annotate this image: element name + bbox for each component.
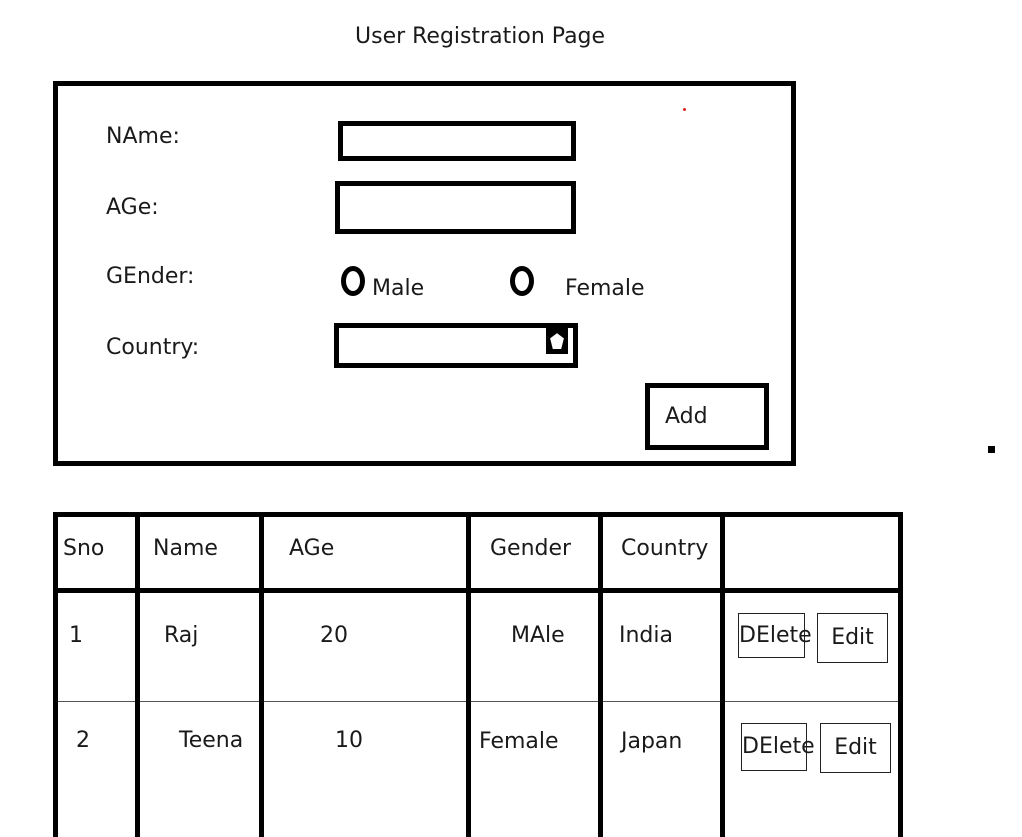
table-column-line [598,512,603,837]
header-country: Country [621,536,709,561]
row-1-delete-button[interactable]: DElete [738,613,812,658]
red-dot [683,108,686,111]
table-column-line [53,512,58,837]
black-dot [988,446,995,453]
country-select[interactable] [334,323,578,368]
table-column-line [259,512,264,837]
add-button-label: Add [665,404,708,429]
table-column-line [466,512,471,837]
male-radio[interactable] [341,266,365,296]
row-1-gender: MAle [511,623,565,648]
age-input[interactable] [335,181,576,234]
header-age: AGe [289,536,335,561]
row-2-age: 10 [335,728,363,753]
table-column-line [135,512,140,837]
row-2-gender: Female [479,729,559,754]
row-2-name: Teena [179,728,244,753]
table-header-divider [53,588,903,593]
female-radio[interactable] [510,266,534,296]
row-2-delete-button[interactable]: DElete [741,723,815,771]
gender-label: GEnder: [106,264,195,289]
row-1-country: India [619,623,673,648]
table-top-border [53,512,903,517]
header-gender: Gender [490,536,572,561]
table-column-line [720,512,725,837]
row-2-edit-button[interactable]: Edit [820,723,891,773]
header-sno: Sno [63,536,105,561]
add-button[interactable]: Add [645,383,769,450]
country-label: Country: [106,335,200,360]
male-option-label: Male [372,276,425,301]
row-1-edit-button[interactable]: Edit [817,613,888,663]
registration-form [53,81,796,466]
table-column-line [898,512,903,837]
row-1-age: 20 [320,623,348,648]
row-2-country: Japan [621,729,683,754]
name-label: NAme: [106,124,180,149]
table-row-divider [53,701,903,702]
name-input[interactable] [338,121,576,161]
page-title: User Registration Page [355,24,606,49]
users-table: Sno Name AGe Gender Country 1 Raj 20 MAl… [53,512,903,837]
age-label: AGe: [106,195,159,220]
dropdown-arrow-icon[interactable] [546,328,574,362]
row-1-sno: 1 [69,623,83,648]
header-name: Name [153,536,218,561]
row-1-name: Raj [164,623,199,648]
row-2-sno: 2 [76,728,90,753]
female-option-label: Female [565,276,645,301]
